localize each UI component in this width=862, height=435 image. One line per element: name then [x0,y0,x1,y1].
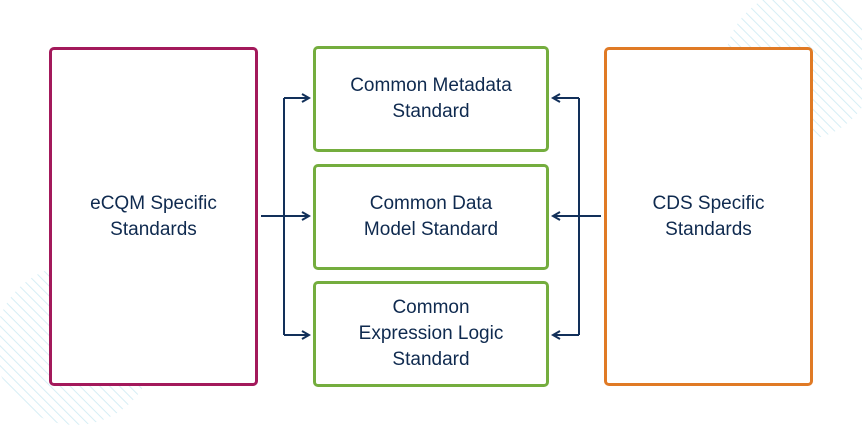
right-connectors [553,98,601,335]
common-data-model-standard-label: Common Data Model Standard [363,193,499,240]
common-metadata-standard-label: Common Metadata Standard [350,75,512,122]
common-expression-logic-standard-box: Common Expression Logic Standard [313,281,549,387]
ecqm-specific-standards-box: eCQM Specific Standards [49,47,258,386]
cds-specific-standards-label: CDS Specific Standards [652,192,765,240]
common-data-model-standard-box: Common Data Model Standard [313,164,549,270]
cds-specific-standards-box: CDS Specific Standards [604,47,813,386]
common-metadata-standard-box: Common Metadata Standard [313,46,549,152]
common-expression-logic-standard-label: Common Expression Logic Standard [358,297,504,370]
left-connectors [261,98,309,335]
ecqm-specific-standards-label: eCQM Specific Standards [90,192,217,240]
